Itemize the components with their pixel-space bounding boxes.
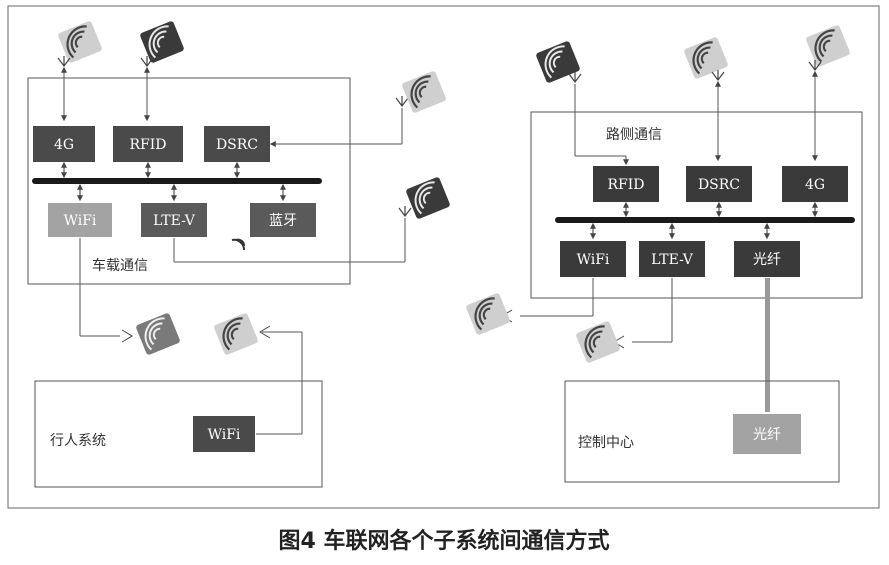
roadside-communication-group: 路侧通信 RFID DSRC 4G WiFi LTE-V 光纤	[464, 23, 863, 412]
roadside-bus	[555, 217, 855, 223]
vehicle-ltev-label: LTE-V	[153, 213, 196, 229]
vehicle-rfid-label: RFID	[129, 137, 166, 153]
pedestrian-wifi-label: WiFi	[208, 427, 241, 443]
pedestrian-area-frame	[34, 380, 323, 488]
vehicle-wifi-label: WiFi	[64, 213, 97, 229]
control-area-frame	[564, 380, 840, 483]
vehicle-dsrc-module	[204, 126, 270, 162]
figure-caption: 图4 车联网各个子系统间通信方式	[279, 528, 610, 554]
vehicle-dsrc-label: DSRC	[216, 137, 258, 153]
wireless-signal-icon	[574, 319, 622, 365]
vehicle-bluetooth-module	[250, 203, 316, 237]
vehicle-bluetooth-label: 蓝牙	[269, 213, 297, 229]
wireless-signal-icon	[404, 175, 452, 221]
roadside-fiber-module	[734, 241, 800, 277]
roadside-wifi-module	[560, 241, 626, 277]
bluetooth-signal-icon	[231, 238, 246, 251]
roadside-4g-module	[782, 166, 848, 202]
vehicle-wifi-module	[48, 203, 112, 237]
vehicle-4g-label: 4G	[54, 137, 74, 153]
roadside-area-label: 路侧通信	[606, 127, 662, 143]
roadside-rfid-label: RFID	[607, 177, 644, 193]
wireless-signal-icon	[134, 311, 182, 357]
control-area-label: 控制中心	[578, 435, 634, 451]
roadside-fiber-label: 光纤	[753, 252, 781, 268]
wireless-signal-icon	[138, 19, 186, 65]
roadside-4g-label: 4G	[805, 177, 825, 193]
wireless-signal-icon	[464, 291, 512, 337]
wireless-signal-icon	[682, 35, 730, 81]
pedestrian-area-label: 行人系统	[50, 433, 106, 449]
roadside-rfid-module	[593, 166, 659, 202]
roadside-dsrc-module	[686, 166, 752, 202]
wireless-signal-icon	[534, 39, 582, 85]
vehicle-communication-group: 4G RFID DSRC WiFi LTE-V 蓝牙 车载通信	[27, 19, 452, 357]
roadside-area-frame	[530, 111, 863, 299]
vehicle-area-label: 车载通信	[92, 257, 148, 274]
fiber-link	[765, 278, 770, 412]
control-fiber-label: 光纤	[753, 427, 781, 443]
wireless-signal-icon	[400, 69, 448, 115]
pedestrian-wifi-module	[193, 416, 255, 452]
control-center-group: 控制中心 光纤	[564, 380, 840, 483]
pedestrian-system-group: 行人系统 WiFi	[34, 311, 323, 488]
roadside-ltev-label: LTE-V	[651, 252, 694, 268]
control-fiber-module	[733, 414, 801, 454]
wireless-signal-icon	[212, 311, 260, 357]
outer-frame	[7, 5, 880, 509]
vehicle-bus	[32, 178, 322, 184]
vehicle-4g-module	[33, 126, 95, 162]
antenna-icon	[395, 95, 409, 107]
wireless-signal-icon	[804, 23, 852, 69]
vehicle-area-frame	[27, 77, 351, 285]
roadside-dsrc-label: DSRC	[698, 177, 740, 193]
roadside-wifi-label: WiFi	[577, 252, 610, 268]
roadside-ltev-module	[639, 241, 705, 277]
vehicle-ltev-module	[141, 203, 207, 237]
vehicle-rfid-module	[113, 126, 183, 162]
antenna-icon	[398, 205, 412, 217]
